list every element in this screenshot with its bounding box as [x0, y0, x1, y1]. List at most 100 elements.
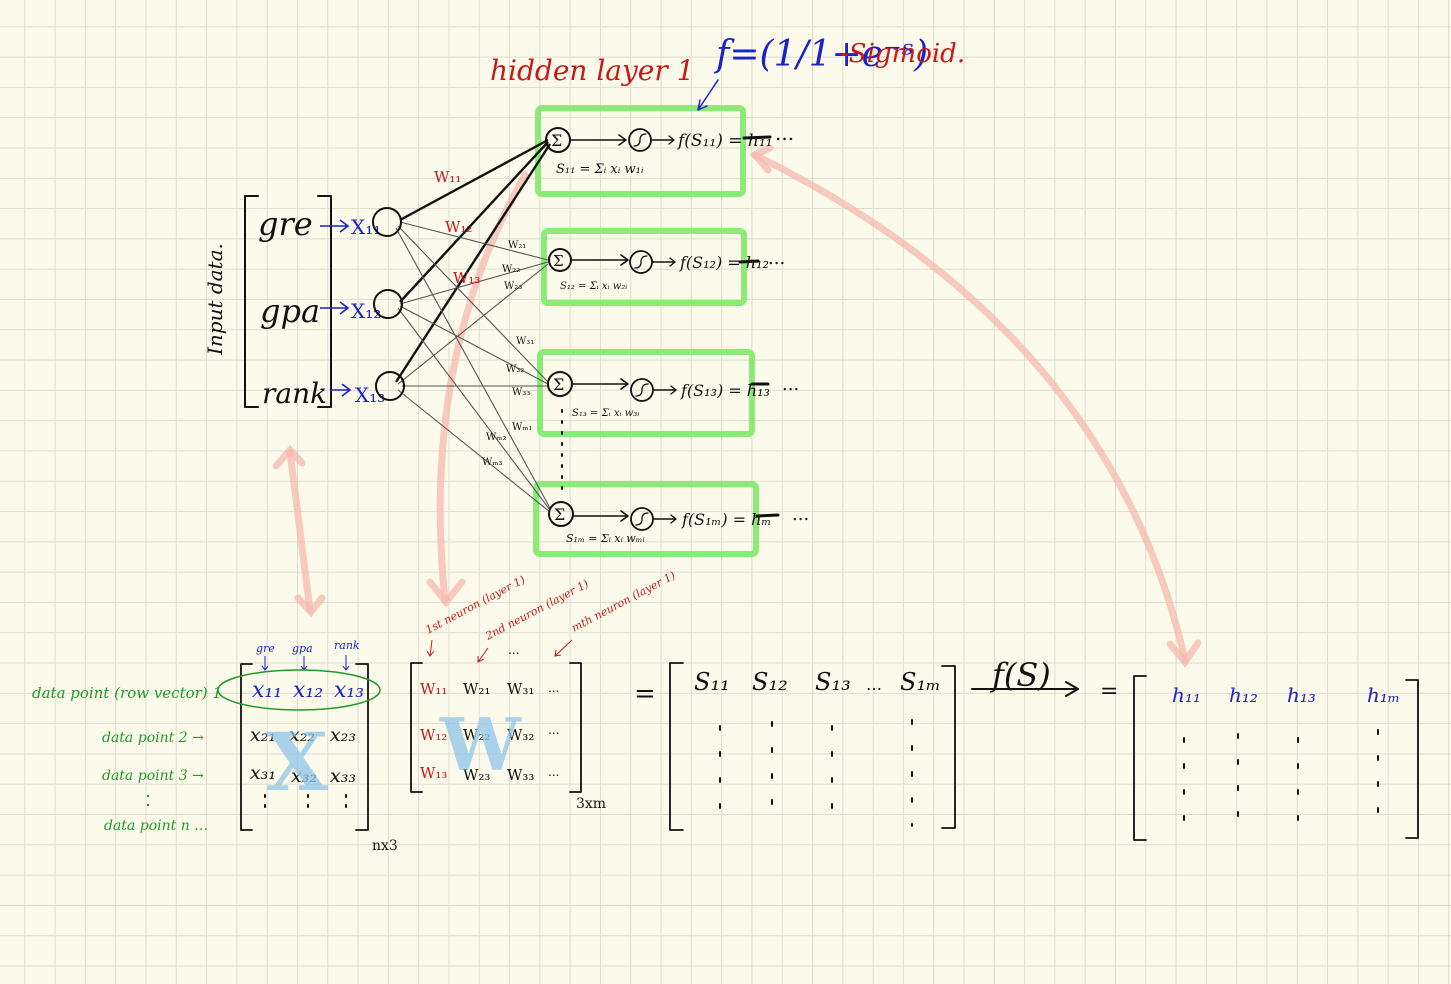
edge-x1-n3	[397, 225, 549, 383]
neuron-2-sum-eq: S₁₂ = Σᵢ xᵢ w₂ᵢ	[560, 281, 627, 292]
weight-w32: W₃₂	[506, 364, 524, 375]
input-arrows	[320, 219, 352, 397]
sum-symbol-1: Σ	[551, 131, 562, 150]
neuron-1-output: f(S₁₁) = h₁₁	[676, 131, 772, 151]
edge-x2-n2	[399, 261, 549, 305]
w23: W₂₃	[463, 766, 490, 784]
edge-x1-nm	[395, 227, 551, 509]
row-label-1: data point (row vector) 1	[32, 684, 222, 702]
sum-node-2	[548, 248, 572, 272]
input-arrow-1	[320, 219, 350, 233]
x11: x₁₁	[252, 678, 282, 703]
h11: h₁₁	[1172, 683, 1201, 707]
s-equals: =	[634, 679, 656, 709]
x-matrix-bracket-right	[355, 663, 369, 831]
neuron-m-arrow-b	[653, 514, 677, 524]
weight-w22: W₂₂	[502, 264, 520, 275]
neuron-highlight-boxes	[533, 105, 759, 557]
neuron-2-output: f(S₁₂) = h₁₂	[679, 253, 769, 272]
input-bracket-left	[244, 195, 259, 408]
input-node-label-3: X₁₃	[355, 383, 385, 407]
s-col-dots	[719, 719, 913, 827]
weight-w31: W₃₁	[516, 336, 534, 347]
x23: x₂₃	[330, 724, 356, 746]
h-matrix-bracket-right	[1405, 679, 1419, 839]
input-data-label: Input data.	[203, 243, 227, 356]
activation-node-1	[628, 128, 652, 152]
s-ellipsis: …	[866, 675, 882, 694]
input-node-1	[372, 207, 402, 237]
h1m: h₁ₘ	[1367, 683, 1400, 707]
pink-arrow-h-to-h	[751, 151, 1189, 664]
h12: h₁₂	[1229, 683, 1258, 707]
fs-arrow	[971, 681, 1079, 697]
pink-arrowhead-x-top	[272, 444, 306, 470]
w-matrix-overlay: W	[439, 702, 522, 787]
neuron-1-arrow-a	[570, 134, 627, 146]
neuron-3: Σ f(S₁₃) = h₁₃ S₁₃ = Σᵢ xᵢ w₃ᵢ ...	[547, 371, 799, 419]
input-node-label-1: X₁₁	[351, 215, 381, 239]
x13: x₁₃	[334, 678, 364, 703]
w31: W₃₁	[507, 680, 534, 698]
neuron-2: Σ f(S₁₂) = h₁₂ S₁₂ = Σᵢ xᵢ w₂ᵢ ...	[548, 248, 785, 292]
w33: W₃₃	[507, 766, 534, 784]
neuron-1-output-line	[742, 135, 772, 140]
row-label-2: data point 2 →	[102, 730, 204, 746]
w-row2-ellipsis: ...	[548, 723, 559, 737]
pink-arrow-weights-to-w	[436, 171, 529, 604]
w-ellipsis-top: ...	[508, 643, 519, 657]
edge-x2-n3	[399, 305, 549, 385]
w-matrix-bracket-left	[410, 662, 423, 793]
weight-wm1: Wₘ₁	[512, 422, 532, 433]
weight-w13: W₁₃	[453, 269, 480, 287]
pink-arrowhead-h-bottom	[1166, 639, 1202, 668]
activation-node-3	[630, 378, 654, 402]
w11: W₁₁	[420, 680, 447, 698]
sum-node-3	[547, 371, 573, 397]
pink-arrowhead-x-bottom	[294, 594, 326, 618]
x22: x₂₂	[289, 724, 315, 746]
x-col-header-gpa: gpa	[292, 642, 313, 655]
neuron-2-ellipsis: ...	[768, 248, 785, 269]
activation-curve-1	[633, 133, 647, 147]
w-matrix-dims: 3xm	[576, 796, 606, 812]
w-row1-ellipsis: ...	[548, 681, 559, 695]
s13: S₁₃	[815, 668, 851, 696]
neuron-m: Σ f(S₁ₘ) = hₘ S₁ₘ = Σᵢ xᵢ wₘᵢ ...	[548, 501, 809, 545]
neuron-2-arrow-b	[652, 257, 676, 267]
sum-symbol-2: Σ	[553, 252, 564, 270]
s-matrix-bracket-left	[669, 662, 684, 831]
neuron-m-output-line	[755, 513, 780, 518]
edge-x1-n2	[399, 221, 549, 261]
s11: S₁₁	[694, 668, 730, 696]
neuron-3-arrow-b	[653, 385, 677, 395]
neuron-label-arrows	[426, 639, 573, 663]
neuron-m-output: f(S₁ₘ) = hₘ	[681, 510, 771, 529]
neuron-m-ellipsis: ...	[792, 504, 809, 525]
input-node-2	[373, 289, 403, 319]
edge-x2-n1	[399, 141, 549, 303]
neuron-box-3	[537, 349, 755, 437]
neuron-box-4	[533, 481, 759, 557]
input-nodes	[372, 207, 405, 401]
h-matrix: = h₁₁ h₁₂ h₁₃ h₁ₘ	[1100, 675, 1419, 841]
h-equals: =	[1100, 679, 1118, 704]
activation-node-m	[630, 507, 654, 531]
formula-pointer-arrow	[697, 79, 719, 111]
neuron-2-output-line	[738, 259, 760, 264]
neuron-m-arrow-a	[573, 510, 629, 522]
s-matrix: = S₁₁ S₁₂ S₁₃ … S₁ₘ	[634, 662, 956, 831]
x12: x₁₂	[293, 678, 323, 703]
w32: W₃₂	[507, 726, 534, 744]
activation-curve-2	[634, 255, 648, 269]
weight-wm3: Wₘ₃	[482, 457, 502, 468]
x21: x₂₁	[250, 724, 276, 746]
neuron-2-arrow-a	[571, 254, 629, 266]
x33: x₃₃	[330, 765, 356, 787]
w-row3-ellipsis: ...	[548, 765, 559, 779]
hidden-layer-title: hidden layer 1	[490, 54, 694, 87]
edge-x3-n2	[397, 263, 549, 385]
w22: W₂₂	[463, 726, 490, 744]
sigmoid-label: -Sigmoid.	[840, 39, 965, 69]
